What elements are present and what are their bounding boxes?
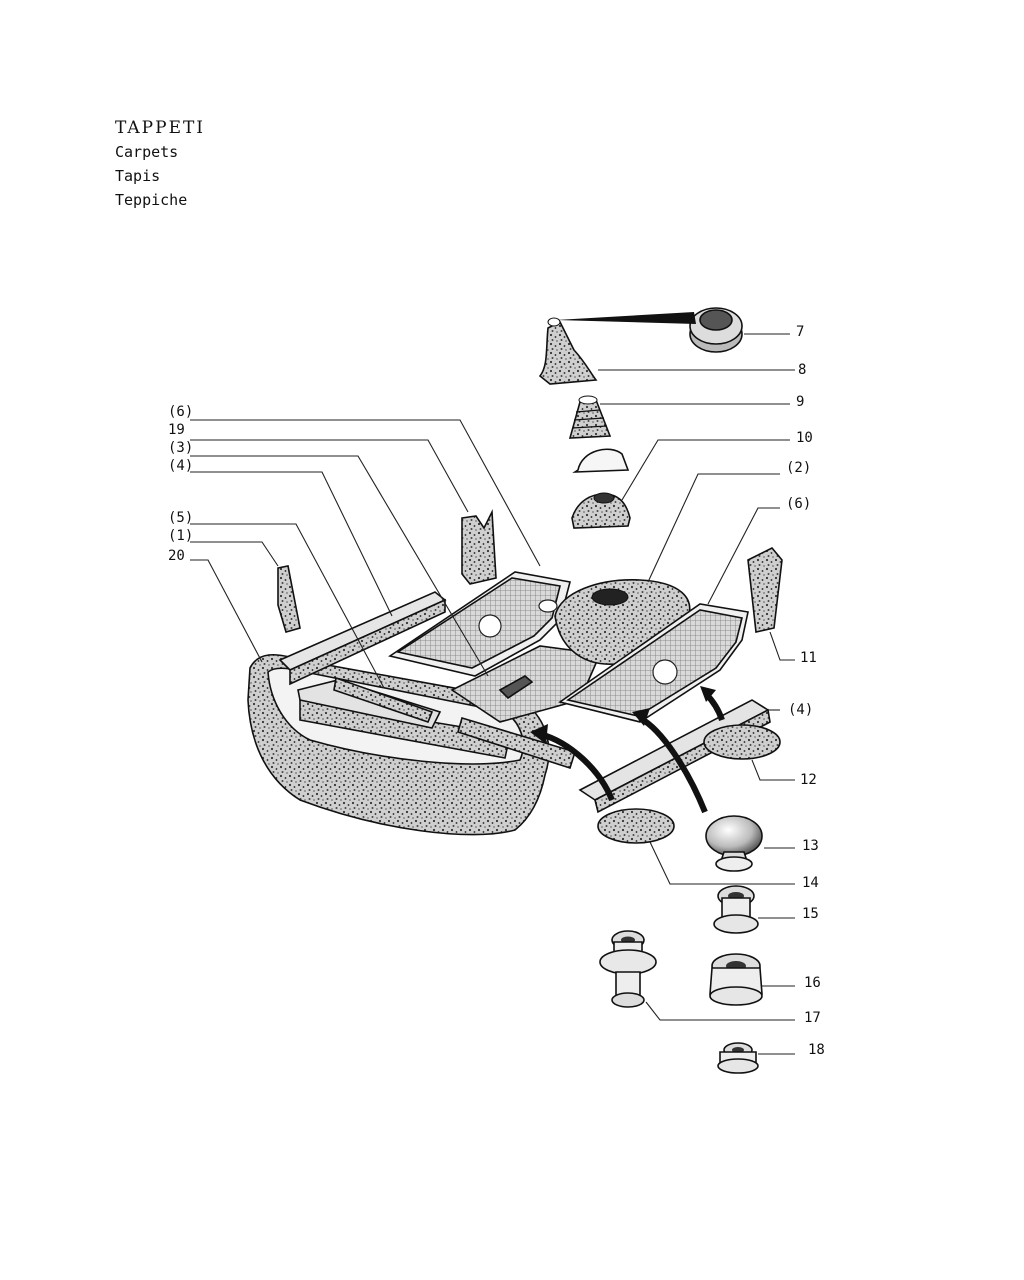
- page-heading: TAPPETI Carpets Tapis Teppiche: [115, 116, 205, 212]
- arrow-to-tub-head: [530, 724, 548, 744]
- fastener-17: [599, 930, 657, 1008]
- callout-2: (2): [786, 460, 811, 476]
- callout-15: 15: [802, 906, 819, 922]
- fastener-16: [709, 953, 763, 1006]
- leader-lines: [190, 333, 795, 1055]
- arrow-to-sill-head: [700, 686, 716, 702]
- callout-16: 16: [804, 975, 821, 991]
- fastener-18: [717, 1042, 759, 1074]
- arrow-to-mat: [638, 715, 708, 814]
- callout-6-left: (6): [168, 404, 193, 420]
- callout-4-left: (4): [168, 458, 193, 474]
- floor-strip-rear-right: [457, 717, 577, 770]
- arrow-to-tub: [539, 731, 615, 802]
- side-panel-11: [747, 547, 783, 633]
- front-floor-mat-6-left: [388, 571, 571, 677]
- callout-18: 18: [808, 1042, 825, 1058]
- callout-14: 14: [802, 875, 819, 891]
- callout-5: (5): [168, 510, 193, 526]
- boot-gasket: [572, 448, 630, 473]
- heading-title: TAPPETI: [115, 118, 206, 138]
- callout-17: 17: [804, 1010, 821, 1026]
- oval-disc-14: [597, 808, 675, 844]
- callout-4-right: (4): [788, 702, 813, 718]
- callout-8: 8: [798, 362, 806, 378]
- rear-side-panel-19: [461, 508, 497, 585]
- callout-6-right: (6): [786, 496, 811, 512]
- callout-11: 11: [800, 650, 817, 666]
- callout-12: 12: [800, 772, 817, 788]
- callout-3: (3): [168, 440, 193, 456]
- floor-strip-5: [297, 676, 442, 729]
- heading-subtitle-english: Carpets: [115, 143, 179, 161]
- arrow-to-mat-head: [632, 708, 650, 726]
- oval-disc-12: [703, 724, 781, 760]
- bellows-boot-9: [568, 395, 612, 439]
- boot-mount-10: [571, 492, 631, 529]
- heading-subtitle-french: Tapis: [115, 167, 161, 185]
- side-trim-1: [277, 565, 301, 633]
- fastener-15: [713, 885, 759, 934]
- callout-1: (1): [168, 528, 193, 544]
- ring-seal-7: [556, 307, 743, 353]
- callout-19: 19: [168, 422, 185, 438]
- callout-9: 9: [796, 394, 804, 410]
- fastener-13: [705, 815, 763, 872]
- callout-13: 13: [802, 838, 819, 854]
- sill-strip-4-left: [278, 591, 447, 686]
- heading-subtitle-german: Teppiche: [115, 191, 188, 209]
- gear-boot-8: [538, 317, 598, 385]
- callout-20: 20: [168, 548, 185, 564]
- callout-7: 7: [796, 324, 804, 340]
- callout-10: 10: [796, 430, 813, 446]
